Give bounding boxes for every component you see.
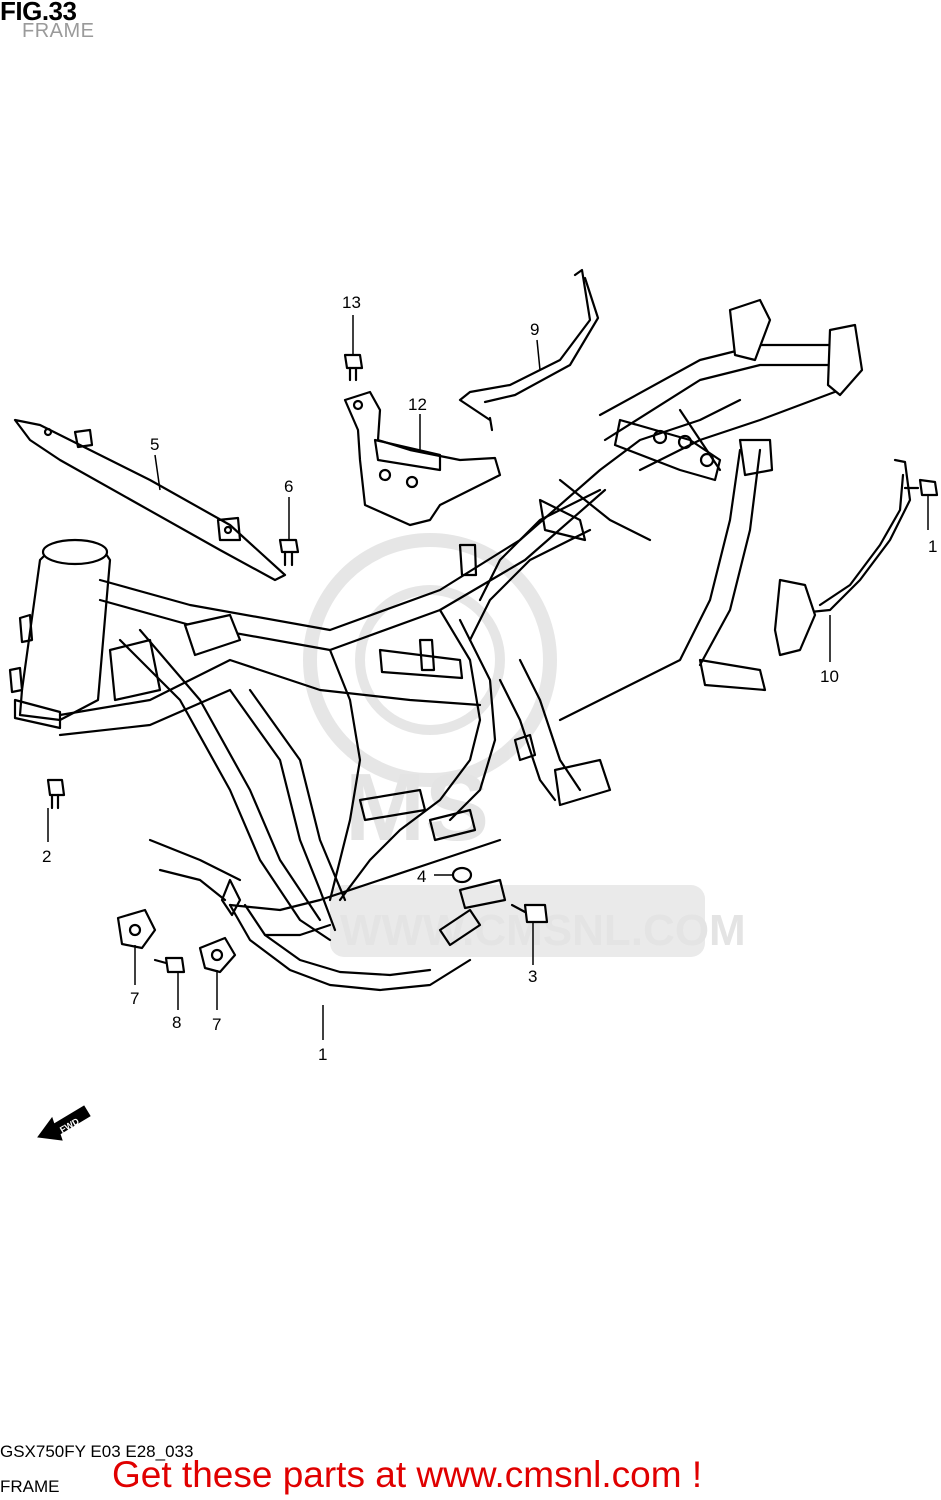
callout-11: 1 [928,537,937,556]
section-name: FRAME [0,1477,60,1496]
figure-subtitle: FRAME [22,20,95,42]
figure-title: FIG.33 [0,0,77,26]
part-8-bolt [153,956,186,974]
callout-10: 10 [820,667,839,686]
callout-7-left: 7 [130,989,139,1008]
callout-1: 1 [318,1045,327,1064]
frame-main [8,298,864,992]
callout-2: 2 [42,847,51,866]
part-10-side-bracket [773,458,912,657]
callout-5: 5 [150,435,159,454]
callout-7-right: 7 [212,1015,221,1034]
promo-link[interactable]: Get these parts at www.cmsnl.com ! [112,1454,703,1495]
forward-arrow-icon: FWD [37,1105,91,1141]
callout-8: 8 [172,1013,181,1032]
callout-4: 4 [417,867,426,886]
watermark-logo: MS WWW.CMSNL.COM [303,533,746,957]
part-12-plate-bracket [343,390,502,527]
part-9-rear-stay [458,268,600,432]
part-7-mounting-plate-left [116,908,157,950]
part-6-bolt [278,538,300,567]
part-2-bolt [46,778,66,810]
callout-12: 12 [408,395,427,414]
part-7-mounting-plate-right [198,936,237,974]
callout-3: 3 [528,967,537,986]
svg-text:MS: MS [345,754,489,861]
part-11-bolt [903,478,939,497]
part-3-bolt [510,903,549,924]
callout-9: 9 [530,320,539,339]
part-13-bolt [343,353,364,382]
diagram-code: GSX750FY E03 E28_033 [0,1442,194,1461]
part-4-bushing [451,866,473,884]
leader-lines [47,315,929,1040]
callout-13: 13 [342,293,361,312]
part-5-cover-bracket [13,418,287,582]
callout-6: 6 [284,477,293,496]
